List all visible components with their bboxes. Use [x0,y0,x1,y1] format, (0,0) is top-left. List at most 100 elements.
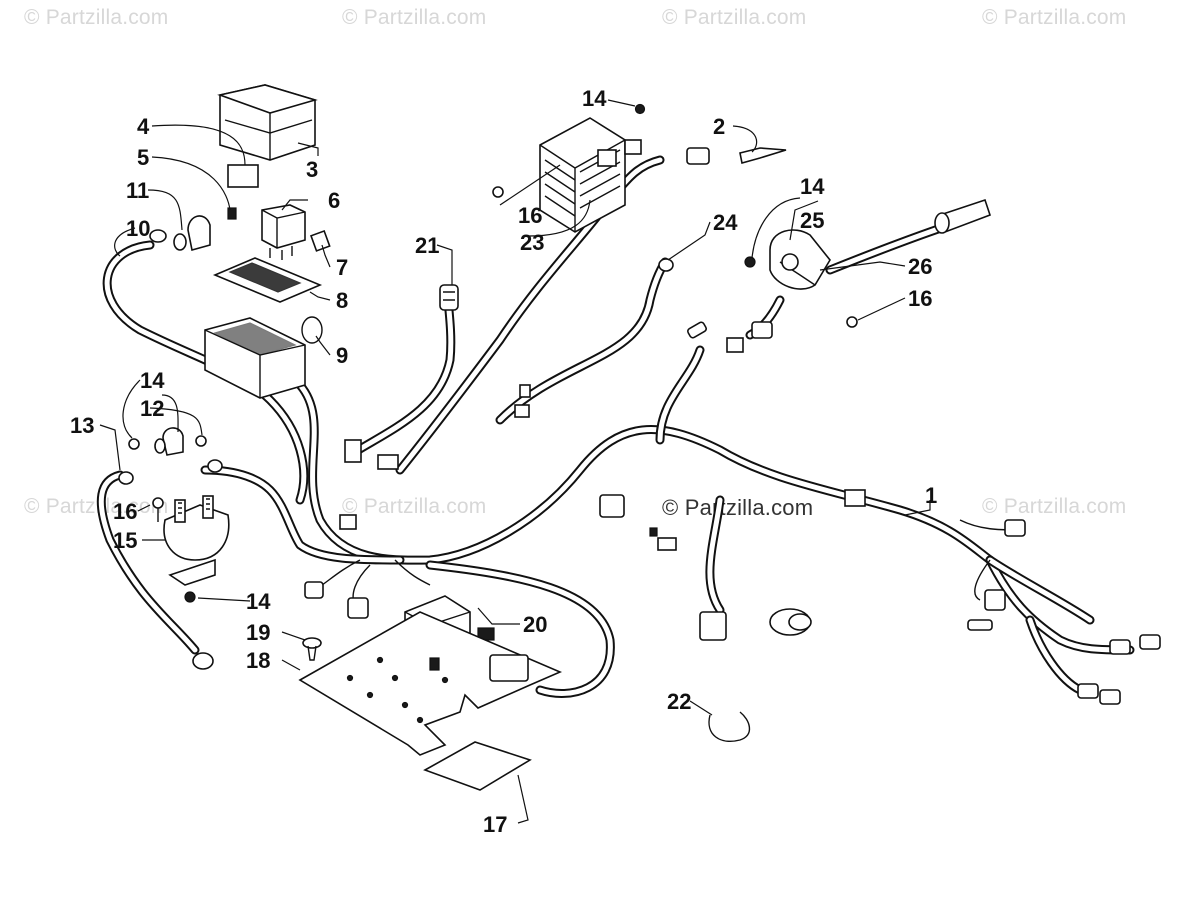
connector-branch-b [726,337,744,353]
connector-c8 [844,489,866,507]
mounting-plate [298,611,563,756]
callout-14d: 14 [800,174,825,199]
handle-26 [934,198,992,234]
watermark-mid-2: © Partzilla.com [342,495,487,518]
callout-2: 2 [713,114,725,139]
callout-16a: 16 [113,499,137,524]
callout-15: 15 [113,528,137,553]
callout-22: 22 [667,689,691,714]
sensor-21 [439,284,459,311]
watermark-top-3: © Partzilla.com [662,6,807,29]
callout-26: 26 [908,254,932,279]
callout-20: 20 [523,612,547,637]
headlight-socket [769,608,812,636]
nut-2 [195,435,207,447]
callout-19: 19 [246,620,270,645]
bracket-24a [519,384,531,398]
watermark-top-1: © Partzilla.com [24,6,169,29]
terminal-boot-2 [154,427,184,456]
callout-11: 11 [126,178,149,203]
ring-terminal-solenoid [207,459,223,473]
bracket-24b [514,404,530,418]
screw-25 [846,316,858,328]
relay [261,204,306,260]
ring-terminal-13 [118,471,134,485]
callout-16c: 16 [908,286,932,311]
ring-terminal-bottom [192,652,214,670]
harness-clip [301,316,323,344]
adhesive-pad [423,741,532,791]
callout-9: 9 [336,343,348,368]
nut-3 [184,591,196,603]
screw-23 [492,186,504,198]
callout-12: 12 [140,396,164,421]
callout-14a: 14 [140,368,165,393]
callout-1: 1 [925,483,937,508]
connector-c11 [967,619,993,631]
callout-24: 24 [713,210,738,235]
callout-14b: 14 [246,589,271,614]
callout-8: 8 [336,288,348,313]
connector-c7 [699,611,727,641]
connector-c9 [1004,519,1026,537]
callout-3: 3 [306,157,318,182]
callout-14c: 14 [582,86,607,111]
terminal-small [649,527,658,537]
screw [152,497,164,522]
connector-c5 [599,494,625,518]
watermark-top-2: © Partzilla.com [342,6,487,29]
leader-lines [99,99,931,824]
callout-21: 21 [415,233,439,258]
callout-5: 5 [137,145,149,170]
callout-16b: 16 [518,203,542,228]
relay-small [227,164,259,188]
connector-c15 [1099,689,1121,705]
terminal-boot [173,215,211,252]
fuse-box [204,317,306,399]
callout-labels: 1 2 3 4 5 6 7 8 9 10 11 12 13 14 14 14 1… [70,86,937,837]
connector-c12 [1109,639,1131,655]
connector-c1 [304,581,324,599]
connector-c4 [489,654,529,682]
callout-13: 13 [70,413,94,438]
callout-17: 17 [483,812,507,837]
callout-18: 18 [246,648,270,673]
ring-terminal-10 [149,229,167,243]
connector-2 [686,147,787,165]
callout-23: 23 [520,230,544,255]
callout-10: 10 [126,216,150,241]
connector-c14 [1077,683,1099,699]
connector-branch-c [751,321,773,339]
wire-harness [96,155,1135,698]
connector-branch-a [687,321,707,339]
connector-c6 [657,537,677,551]
callout-6: 6 [328,188,340,213]
nut-4 [634,103,646,115]
voltage-regulator [539,117,642,233]
push-rivet [302,637,322,661]
connector-c2 [347,597,369,619]
cable-tie [708,711,751,742]
watermark-mid-4: © Partzilla.com [982,495,1127,518]
nut-5 [744,256,756,268]
switch-25 [769,229,831,290]
connector-21a [344,439,362,463]
watermark-top-4: © Partzilla.com [982,6,1127,29]
fuse-blade [310,230,331,252]
callout-25: 25 [800,208,824,233]
watermark-mid-3: © Partzilla.com [662,495,814,520]
relay-box-cover [217,84,318,161]
watermark-mid-1: © Partzilla.com [24,495,169,518]
callout-7: 7 [336,255,348,280]
fuse-block-label [212,257,323,303]
ring-terminal-24 [658,258,674,272]
connector-c13 [1139,634,1161,650]
callout-4: 4 [137,114,150,139]
connector-21b [377,454,399,470]
fuse-small [227,207,237,220]
nut-1 [128,438,140,450]
connector-c10 [984,589,1006,611]
starter-solenoid [163,495,230,586]
connector-c3 [339,514,357,530]
